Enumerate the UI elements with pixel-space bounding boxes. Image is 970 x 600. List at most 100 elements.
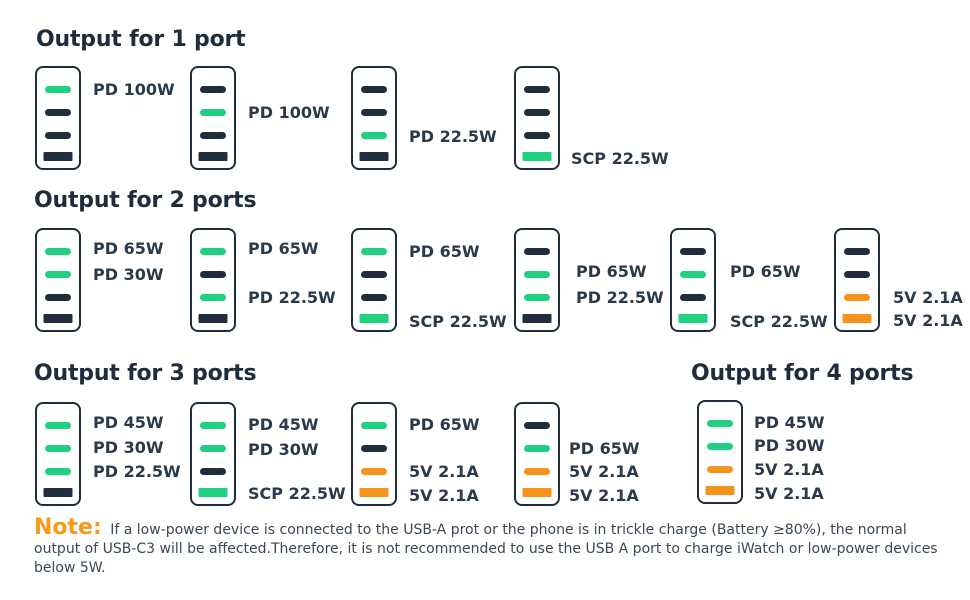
- charger-4-label: SCP 22.5W: [571, 149, 669, 168]
- charger-15-label: PD 45W: [754, 413, 825, 432]
- charger-5-label: PD 30W: [93, 265, 164, 284]
- charger-12-label: PD 30W: [248, 440, 319, 459]
- charger-14: [514, 402, 560, 506]
- charger-12-label: PD 45W: [248, 415, 319, 434]
- usb-c-port-3-green: [45, 467, 71, 475]
- usb-c-port-1-dark: [524, 421, 550, 429]
- usb-c-port-2-dark: [200, 270, 226, 278]
- usb-c-port-3-dark: [200, 131, 226, 139]
- charger-2: [190, 66, 236, 170]
- charger-1: [35, 66, 81, 170]
- charger-11-label: PD 30W: [93, 438, 164, 457]
- charger-15: [697, 400, 743, 504]
- charger-6-label: PD 22.5W: [248, 288, 336, 307]
- usb-a-port-orange: [842, 313, 872, 323]
- charger-8-label: PD 65W: [576, 262, 647, 281]
- usb-c-port-2-green: [680, 270, 706, 278]
- usb-a-port-dark: [522, 313, 552, 323]
- usb-c-port-1-green: [45, 85, 71, 93]
- charger-10: [834, 228, 880, 332]
- usb-c-port-1-dark: [844, 247, 870, 255]
- charger-11: [35, 402, 81, 506]
- charger-3-label: PD 22.5W: [409, 127, 497, 146]
- usb-c-port-3-dark: [361, 293, 387, 301]
- usb-c-port-1-dark: [361, 85, 387, 93]
- charger-2-label: PD 100W: [248, 103, 330, 122]
- usb-c-port-1-dark: [200, 85, 226, 93]
- usb-a-port-dark: [43, 151, 73, 161]
- usb-c-port-2-green: [524, 270, 550, 278]
- charger-13: [351, 402, 397, 506]
- usb-c-port-2-dark: [361, 444, 387, 452]
- usb-c-port-3-dark: [680, 293, 706, 301]
- usb-c-port-2-green: [200, 444, 226, 452]
- heading-4-ports: Output for 4 ports: [691, 361, 914, 386]
- usb-c-port-1-dark: [524, 85, 550, 93]
- usb-c-port-2-green: [200, 108, 226, 116]
- usb-c-port-3-orange: [844, 293, 870, 301]
- note: Note: If a low-power device is connected…: [34, 515, 954, 578]
- charger-15-label: PD 30W: [754, 436, 825, 455]
- usb-c-port-2-green: [524, 444, 550, 452]
- usb-c-port-2-dark: [524, 108, 550, 116]
- usb-c-port-1-dark: [680, 247, 706, 255]
- charger-15-label: 5V 2.1A: [754, 484, 824, 503]
- charger-7-label: SCP 22.5W: [409, 312, 507, 331]
- usb-a-port-dark: [359, 151, 389, 161]
- charger-5: [35, 228, 81, 332]
- charger-9: [670, 228, 716, 332]
- charger-12: [190, 402, 236, 506]
- usb-c-port-2-green: [45, 444, 71, 452]
- usb-c-port-3-dark: [524, 131, 550, 139]
- heading-1-port: Output for 1 port: [36, 27, 246, 52]
- usb-a-port-green: [522, 151, 552, 161]
- usb-c-port-3-orange: [361, 467, 387, 475]
- charger-14-label: 5V 2.1A: [569, 486, 639, 505]
- charger-10-label: 5V 2.1A: [893, 288, 963, 307]
- usb-c-port-3-dark: [200, 467, 226, 475]
- usb-a-port-orange: [705, 485, 735, 495]
- charger-14-label: PD 65W: [569, 439, 640, 458]
- usb-c-port-3-green: [524, 293, 550, 301]
- usb-c-port-1-green: [45, 421, 71, 429]
- heading-3-ports: Output for 3 ports: [34, 361, 257, 386]
- charger-15-label: 5V 2.1A: [754, 460, 824, 479]
- note-text: If a low-power device is connected to th…: [34, 522, 938, 576]
- charger-1-label: PD 100W: [93, 80, 175, 99]
- usb-c-port-1-green: [361, 247, 387, 255]
- charger-11-label: PD 45W: [93, 413, 164, 432]
- usb-c-port-2-dark: [361, 108, 387, 116]
- charger-13-label: 5V 2.1A: [409, 486, 479, 505]
- usb-c-port-1-green: [200, 421, 226, 429]
- charger-13-label: PD 65W: [409, 415, 480, 434]
- usb-c-port-1-dark: [524, 247, 550, 255]
- usb-c-port-1-green: [707, 419, 733, 427]
- usb-c-port-2-dark: [844, 270, 870, 278]
- usb-a-port-dark: [198, 313, 228, 323]
- charger-10-label: 5V 2.1A: [893, 311, 963, 330]
- usb-a-port-green: [198, 487, 228, 497]
- charger-7: [351, 228, 397, 332]
- usb-c-port-1-green: [361, 421, 387, 429]
- usb-c-port-3-green: [200, 293, 226, 301]
- charger-14-label: 5V 2.1A: [569, 462, 639, 481]
- usb-a-port-dark: [43, 313, 73, 323]
- usb-c-port-1-green: [200, 247, 226, 255]
- usb-c-port-2-green: [707, 442, 733, 450]
- usb-c-port-2-green: [45, 270, 71, 278]
- charger-8: [514, 228, 560, 332]
- heading-2-ports: Output for 2 ports: [34, 188, 257, 213]
- charger-12-label: SCP 22.5W: [248, 484, 346, 503]
- charger-5-label: PD 65W: [93, 239, 164, 258]
- usb-a-port-green: [359, 313, 389, 323]
- usb-c-port-3-orange: [707, 465, 733, 473]
- usb-c-port-3-dark: [45, 131, 71, 139]
- usb-c-port-2-dark: [361, 270, 387, 278]
- charger-6: [190, 228, 236, 332]
- charger-8-label: PD 22.5W: [576, 288, 664, 307]
- charger-9-label: PD 65W: [730, 262, 801, 281]
- usb-c-port-3-dark: [45, 293, 71, 301]
- note-title: Note:: [34, 515, 102, 540]
- charger-11-label: PD 22.5W: [93, 462, 181, 481]
- usb-a-port-dark: [43, 487, 73, 497]
